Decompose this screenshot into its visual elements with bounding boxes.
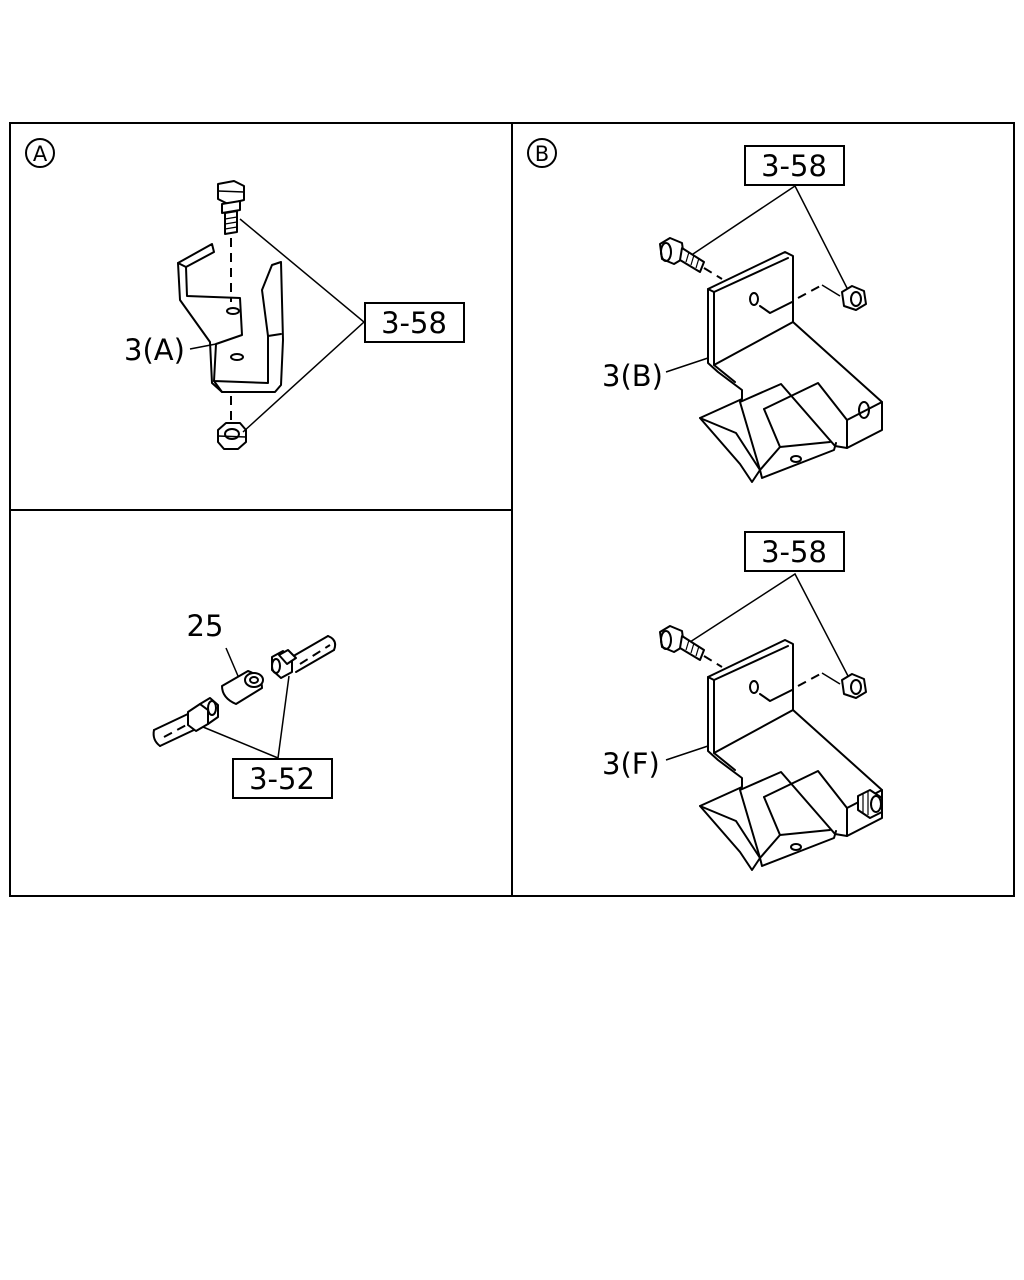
bracket-3f: [699, 639, 883, 871]
panel-connector: 25 3-52: [152, 609, 337, 799]
nut-b-upper: [841, 285, 867, 311]
svg-text:3-58: 3-58: [381, 306, 447, 340]
sleeve-25: [221, 670, 264, 705]
part-label-3b: 3(B): [602, 359, 663, 393]
bracket-3a: [177, 243, 284, 393]
nut-a: [217, 422, 247, 450]
nut-leader-b-lower: [821, 672, 841, 685]
svg-text:A: A: [33, 142, 48, 166]
bolt-axis-b-upper: [703, 267, 723, 280]
bracket-3b: [699, 251, 883, 483]
diagram-frame: [9, 122, 1015, 897]
ref-box-3-52: 3-52: [232, 758, 333, 799]
svg-text:3-58: 3-58: [761, 535, 827, 569]
stud-3f: [857, 789, 883, 819]
svg-text:3-58: 3-58: [761, 149, 827, 183]
pipe-right: [289, 635, 337, 673]
leader-3b: [665, 357, 709, 373]
assembly-3b: 3-58: [602, 145, 883, 483]
leader-3-58-a: [239, 218, 366, 433]
bolt-b-upper: [659, 237, 705, 273]
nut-b-lower: [841, 673, 867, 699]
panel-b: B 3-58: [527, 138, 883, 871]
fitting-right: [271, 649, 297, 679]
part-label-25: 25: [187, 609, 224, 643]
part-label-3f: 3(F): [602, 747, 660, 781]
svg-text:3-52: 3-52: [249, 762, 315, 796]
nut-leader-b-upper: [821, 284, 841, 297]
svg-text:B: B: [535, 142, 549, 166]
leader-3a: [189, 343, 217, 350]
assembly-3f: 3-58: [602, 531, 883, 871]
leader-3-58-b-upper: [689, 184, 849, 291]
leader-3f: [665, 745, 709, 761]
leader-25: [225, 647, 239, 677]
nut-axis-b-upper: [797, 284, 823, 299]
ref-box-3-58-a: 3-58: [364, 302, 465, 343]
leader-3-58-b-lower: [689, 572, 849, 677]
bolt-a: [217, 180, 245, 235]
ref-box-3-58-b-upper: 3-58: [744, 145, 845, 186]
view-marker-a: A: [25, 138, 55, 168]
nut-axis-b-lower: [797, 672, 823, 687]
part-label-3a: 3(A): [124, 333, 185, 367]
fitting-left: [187, 697, 219, 732]
bolt-b-lower: [659, 625, 705, 661]
ref-box-3-58-b-lower: 3-58: [744, 531, 845, 572]
pipe-left: [152, 712, 197, 747]
view-marker-b: B: [527, 138, 557, 168]
panel-a: A: [25, 138, 465, 450]
bolt-axis-b-lower: [703, 655, 723, 668]
